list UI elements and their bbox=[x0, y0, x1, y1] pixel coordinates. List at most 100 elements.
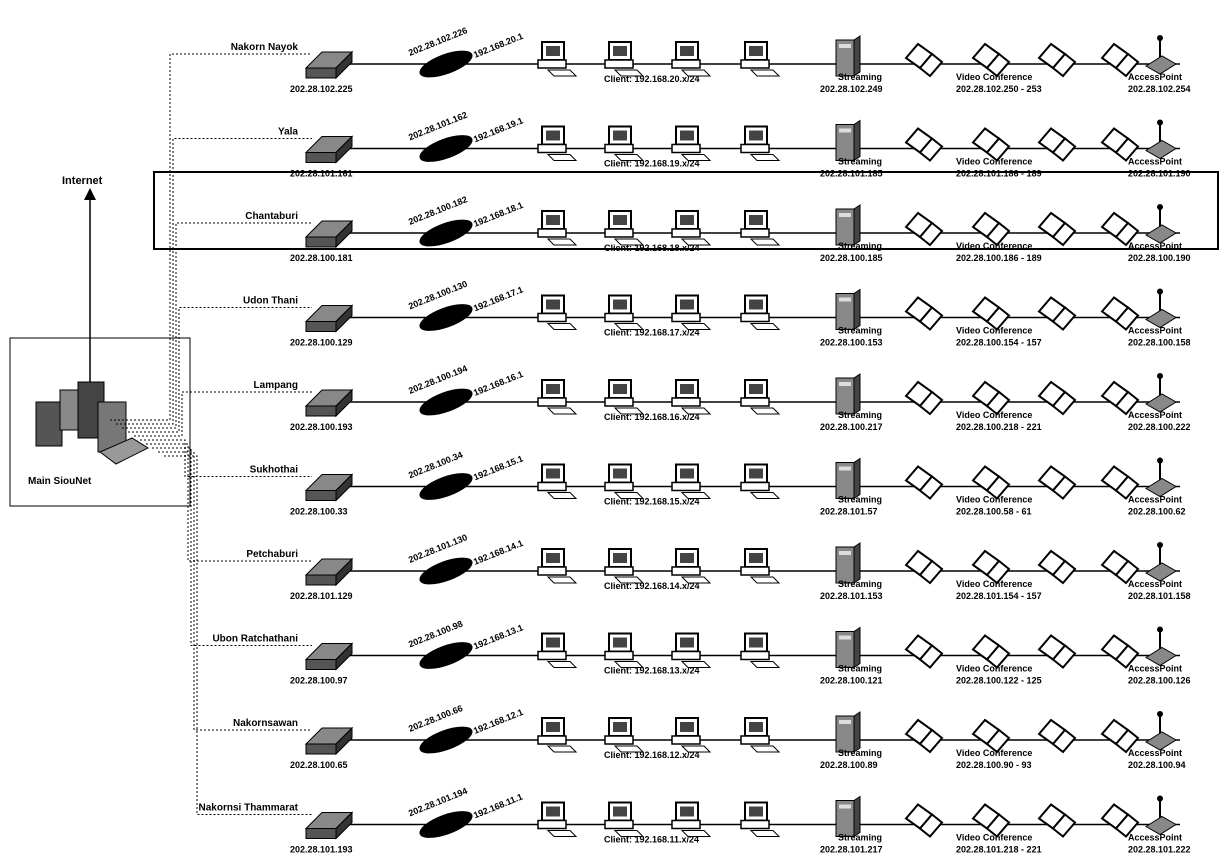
access-point-ip: 202.28.101.190 bbox=[1128, 169, 1191, 179]
laptop-icon bbox=[971, 42, 1011, 78]
client-pc-icon bbox=[604, 632, 645, 668]
laptop-icon bbox=[971, 296, 1011, 331]
laptop-icon bbox=[1100, 803, 1140, 838]
client-pc-icon bbox=[740, 632, 781, 668]
access-point-icon bbox=[1145, 457, 1177, 498]
router-icon bbox=[304, 642, 354, 671]
branch-row: Nakorn Nayok202.28.102.225202.28.102.226… bbox=[110, 25, 1191, 421]
router-ip: 202.28.101.129 bbox=[290, 591, 353, 601]
streaming-label: Streaming bbox=[838, 833, 882, 843]
streaming-ip: 202.28.100.217 bbox=[820, 422, 883, 432]
access-point-icon bbox=[1145, 288, 1177, 329]
branch-name: Ubon Ratchathani bbox=[212, 634, 298, 645]
main-siounet-box bbox=[9, 337, 191, 507]
laptop-icon bbox=[904, 718, 944, 754]
gateway-ip: 192.168.16.1 bbox=[472, 369, 524, 398]
streaming-label: Streaming bbox=[838, 326, 882, 336]
streaming-label: Streaming bbox=[838, 157, 882, 167]
laptop-icon bbox=[904, 803, 944, 838]
access-point-icon bbox=[1145, 35, 1177, 75]
router-icon bbox=[304, 726, 354, 756]
client-pc-icon bbox=[740, 717, 781, 753]
video-conference-label: Video Conference bbox=[956, 326, 1032, 336]
client-subnet: Client: 192.168.15.x/24 bbox=[604, 497, 700, 507]
video-conference-label: Video Conference bbox=[956, 241, 1032, 251]
router-ip: 202.28.100.181 bbox=[290, 253, 353, 263]
access-point-icon bbox=[1145, 119, 1177, 160]
client-pc-icon bbox=[604, 463, 645, 499]
video-conference-range: 202.28.100.154 - 157 bbox=[956, 338, 1042, 348]
video-conference-range: 202.28.101.186 - 189 bbox=[956, 169, 1042, 179]
laptop-icon bbox=[904, 549, 944, 585]
uplink-line bbox=[110, 53, 312, 421]
video-conference-range: 202.28.100.186 - 189 bbox=[956, 253, 1042, 263]
video-conference-label: Video Conference bbox=[956, 748, 1032, 758]
client-subnet: Client: 192.168.14.x/24 bbox=[604, 581, 700, 591]
client-pc-icon bbox=[537, 379, 578, 415]
uplink-line bbox=[152, 447, 312, 646]
uplink-line bbox=[164, 455, 312, 815]
client-pc-icon bbox=[671, 548, 712, 584]
firewall-icon bbox=[419, 304, 473, 331]
gateway-ip: 192.168.13.1 bbox=[472, 622, 524, 651]
uplink-line bbox=[146, 443, 312, 562]
access-point-icon bbox=[1145, 373, 1177, 413]
client-pc-icon bbox=[537, 717, 578, 753]
streaming-label: Streaming bbox=[838, 495, 882, 505]
laptop-icon bbox=[904, 634, 944, 669]
branch-name: Yala bbox=[278, 127, 298, 138]
client-pc-icon bbox=[537, 41, 578, 77]
video-conference-label: Video Conference bbox=[956, 579, 1032, 589]
access-point-label: AccessPoint bbox=[1128, 72, 1182, 82]
router-ip: 202.28.100.129 bbox=[290, 338, 353, 348]
laptop-icon bbox=[1037, 42, 1077, 78]
access-point-label: AccessPoint bbox=[1128, 833, 1182, 843]
branch-rows: Nakorn Nayok202.28.102.225202.28.102.226… bbox=[110, 25, 1191, 855]
client-pc-icon bbox=[740, 548, 781, 584]
streaming-ip: 202.28.101.57 bbox=[820, 507, 878, 517]
access-point-ip: 202.28.100.158 bbox=[1128, 338, 1191, 348]
access-point-icon bbox=[1145, 204, 1177, 244]
laptop-icon bbox=[1037, 803, 1077, 838]
video-conference-label: Video Conference bbox=[956, 664, 1032, 674]
laptop-icon bbox=[1100, 296, 1140, 331]
access-point-label: AccessPoint bbox=[1128, 326, 1182, 336]
client-pc-icon bbox=[671, 294, 712, 330]
video-conference-label: Video Conference bbox=[956, 495, 1032, 505]
streaming-label: Streaming bbox=[838, 241, 882, 251]
video-conference-range: 202.28.100.90 - 93 bbox=[956, 760, 1032, 770]
branch-name: Lampang bbox=[254, 380, 298, 391]
laptop-icon bbox=[1037, 634, 1077, 669]
router-ip: 202.28.101.193 bbox=[290, 845, 353, 855]
gateway-ip: 192.168.19.1 bbox=[472, 115, 524, 144]
client-subnet: Client: 192.168.13.x/24 bbox=[604, 666, 700, 676]
access-point-icon bbox=[1145, 795, 1177, 836]
client-pc-icon bbox=[537, 548, 578, 584]
router-icon bbox=[304, 557, 354, 587]
video-conference-range: 202.28.100.122 - 125 bbox=[956, 676, 1042, 686]
laptop-icon bbox=[971, 718, 1011, 754]
video-conference-range: 202.28.101.218 - 221 bbox=[956, 845, 1042, 855]
branch-name: Nakornsawan bbox=[233, 718, 298, 729]
branch-name: Udon Thani bbox=[243, 296, 298, 307]
router-icon bbox=[304, 473, 354, 502]
client-pc-icon bbox=[604, 294, 645, 330]
video-conference-label: Video Conference bbox=[956, 833, 1032, 843]
highlight-box-chantaburi bbox=[153, 171, 1219, 250]
client-pc-icon bbox=[740, 379, 781, 415]
router-icon bbox=[304, 811, 354, 840]
firewall-icon bbox=[419, 473, 473, 500]
gateway-ip: 192.168.17.1 bbox=[472, 284, 524, 313]
client-pc-icon bbox=[740, 41, 781, 77]
laptop-icon bbox=[904, 296, 944, 331]
client-pc-icon bbox=[671, 210, 712, 246]
client-pc-icon bbox=[740, 801, 781, 837]
laptop-icon bbox=[1100, 465, 1140, 500]
laptop-icon bbox=[1100, 211, 1140, 247]
router-ip: 202.28.100.97 bbox=[290, 676, 348, 686]
laptop-icon bbox=[904, 465, 944, 500]
branch-name: Petchaburi bbox=[246, 549, 298, 560]
